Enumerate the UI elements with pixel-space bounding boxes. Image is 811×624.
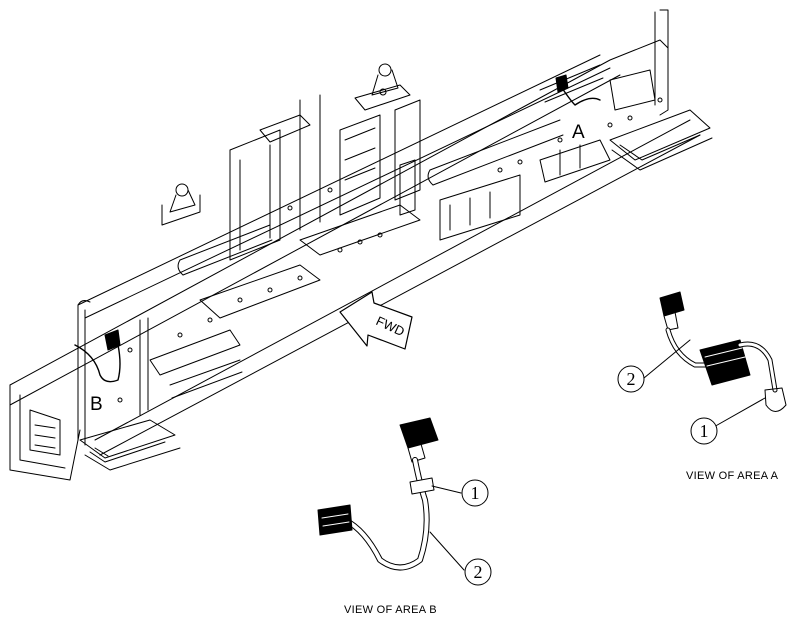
callout-view-b-1: 1 bbox=[471, 483, 480, 503]
callout-view-a-2: 2 bbox=[627, 369, 636, 389]
view-area-b-detail: 1 2 bbox=[317, 417, 492, 586]
view-area-a-caption: VIEW OF AREA A bbox=[686, 470, 779, 482]
area-a-label: A bbox=[572, 122, 585, 143]
view-area-a-detail: 2 1 bbox=[617, 291, 787, 445]
frame-assembly bbox=[9, 9, 713, 481]
area-b-label: B bbox=[90, 394, 103, 415]
bolt-marks bbox=[117, 97, 663, 403]
forward-arrow: FWD bbox=[339, 291, 413, 350]
view-area-b-caption: VIEW OF AREA B bbox=[344, 604, 437, 616]
callout-view-b-2: 2 bbox=[474, 562, 483, 582]
callout-view-a-1: 1 bbox=[700, 421, 709, 441]
